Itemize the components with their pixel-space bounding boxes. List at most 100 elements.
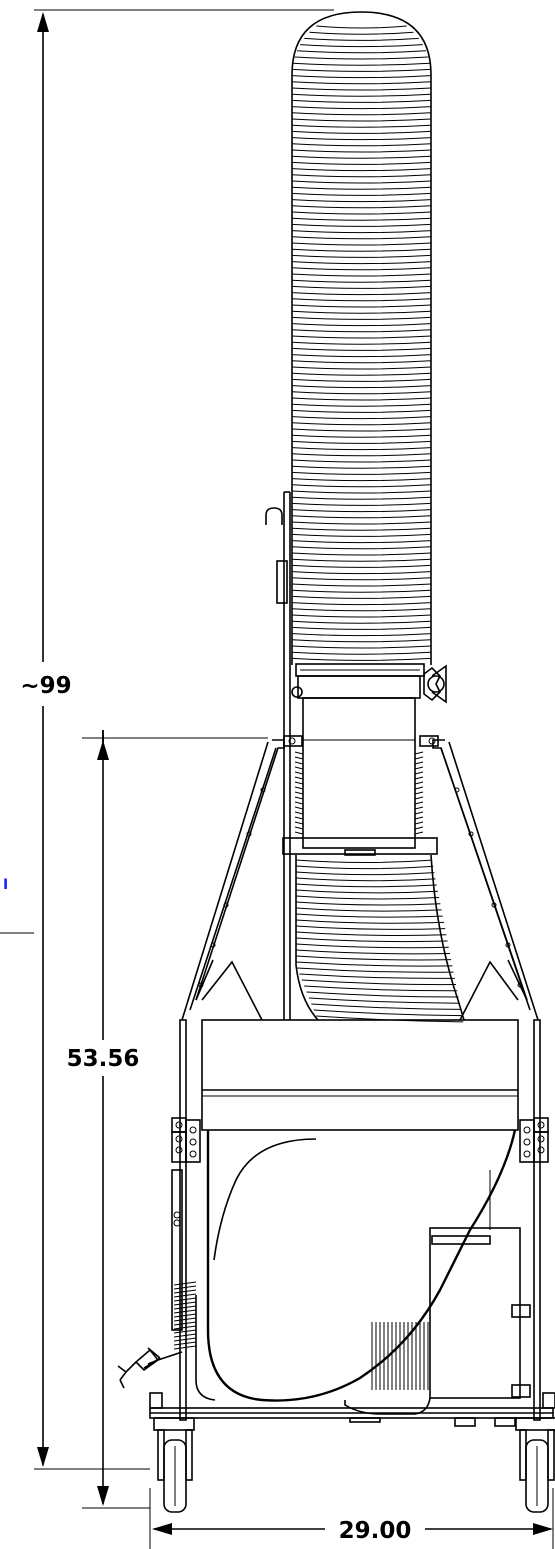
hose-rib [291,403,432,407]
hose-rib [291,211,432,215]
hose-rib [291,217,432,221]
hose-rib [300,44,423,48]
hose-rib [291,409,432,413]
hood-height-dimension: 53.56 [67,730,268,1509]
coil-turn [173,1337,197,1342]
hose-rib [295,895,440,900]
coil-turn [173,1289,197,1294]
hose-rib [291,533,432,537]
hose-rib [291,366,432,370]
hose-rib [291,471,432,475]
hose-rib [291,651,432,655]
bellows-rib [294,791,304,795]
hose-rib [304,985,458,992]
hose-rib [295,931,447,936]
blower-scroll [206,1129,517,1402]
bellows-rib [294,751,304,755]
hose-rib [291,230,432,234]
hose-rib [295,877,436,882]
bellows-rib [294,826,304,830]
caster-right [515,1417,555,1513]
hose-rib [291,316,432,320]
hose-rib [291,502,432,506]
hose-rib [295,943,449,949]
hose-rib [291,577,432,581]
hose-rib [295,883,437,888]
hose-rib [296,50,427,54]
bellows-rib [294,771,304,775]
bellows-rib [294,801,304,805]
hose-rib [291,81,432,85]
hose-rib [291,447,432,451]
bellows-rib [294,776,304,780]
hose-rib [291,633,432,637]
bellows-rib [294,796,304,800]
coil-turn [173,1293,197,1298]
hose-rib [291,149,432,153]
hood-height-label: 53.56 [67,1046,140,1072]
hose-rib [291,118,432,122]
hose-rib [291,323,432,327]
hose-rib [291,645,432,649]
mast-hook [265,491,291,1020]
hose-rib [291,248,432,252]
hose-rib [295,913,443,918]
coil-turn [173,1309,197,1314]
lower-hose-ribs [295,859,464,1023]
hose-rib [291,558,432,562]
hose-rib [291,360,432,364]
hose-rib [291,440,432,444]
hose-rib [291,515,432,519]
hose-rib [316,1015,464,1023]
hose-rib [291,155,432,159]
hose-rib [295,871,435,876]
hose-rib [291,199,432,203]
hose-rib [291,527,432,531]
hose-rib [295,901,441,906]
hose-rib [292,68,431,72]
hose-rib [291,292,432,296]
hose-rib [291,639,432,643]
hose-rib [291,236,432,240]
hose-rib [295,919,445,924]
hose-rib [291,347,432,351]
hose-rib [291,137,432,141]
hose-rib [291,354,432,358]
hose-rib [291,490,432,494]
hose-rib [293,62,430,66]
hose-rib [295,955,452,961]
hose-rib [291,378,432,382]
hose-rib [291,298,432,302]
hose-rib [291,180,432,184]
hose-rib [291,192,432,196]
bellows-rib [414,826,424,830]
overall-height-dimension: ~99 [20,9,334,1470]
hose-rib [291,564,432,568]
hose-rib [291,341,432,345]
hose-rib [309,31,414,35]
hose-rib [291,626,432,630]
arrowhead-bottom [97,1486,109,1506]
hose-rib [291,422,432,426]
hose-rib [291,273,432,277]
hose-rib [291,434,432,438]
hose-rib [291,205,432,209]
base-width-label: 29.00 [339,1518,412,1544]
hose-rib [291,391,432,395]
hose-rib [295,961,453,967]
hose-rib [291,279,432,283]
bellows-rib [414,771,424,775]
hose-rib [291,261,432,265]
hose-rib [291,608,432,612]
bellows-rib [414,796,424,800]
hose-rib [291,602,432,606]
bellows-rib [414,811,424,815]
hose-rib [291,143,432,147]
bellows-rib [414,791,424,795]
base-frame [149,1392,555,1427]
hose-rib [291,130,432,134]
motor-fins [371,1322,429,1390]
hose-rib [295,925,446,930]
bellows-rib [414,761,424,765]
arrowhead-bottom [37,1447,49,1467]
